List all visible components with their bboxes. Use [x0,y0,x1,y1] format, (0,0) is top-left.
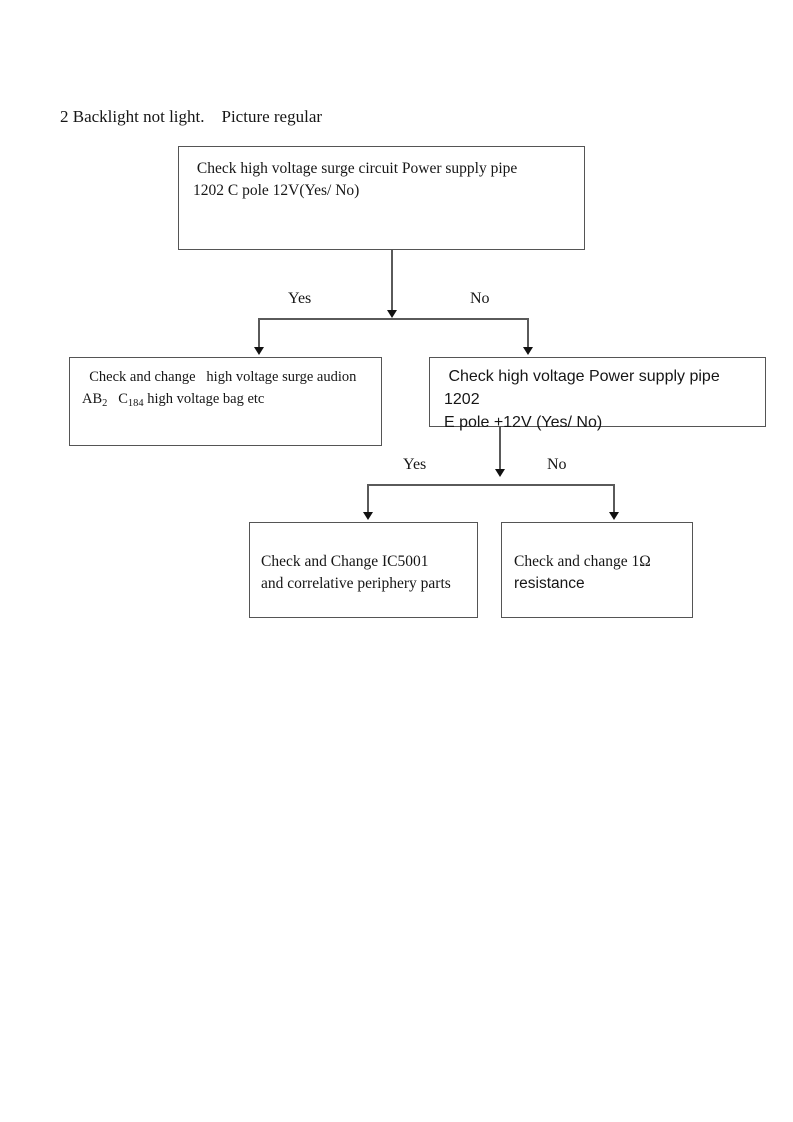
connector-branch2-right-drop [613,484,615,514]
flow-node-text: Check and Change IC5001 and correlative … [250,523,477,595]
arrowhead-branch1-yes [254,347,264,355]
flow-node-line1: Check and Change IC5001 [261,553,429,570]
flow-node-line2: AB2 C184 high voltage bag etc [82,391,265,409]
component-c-label: C [107,391,128,407]
flow-node-line2: and correlative periphery parts [261,575,451,592]
flow-node-line2: resistance [514,575,585,592]
component-ab-subscript: 2 [102,397,108,409]
flow-node-check-and-change-surge-audion: Check and change high voltage surge audi… [69,357,382,446]
connector-branch2-left-drop [367,484,369,514]
arrowhead-branch1-no [523,347,533,355]
arrowhead-branch2-no [609,512,619,520]
flow-node-text: Check high voltage surge circuit Power s… [179,147,584,202]
flow-node-check-and-change-ic5001: Check and Change IC5001 and correlative … [249,522,478,618]
flow-node-line1: Check high voltage Power supply pipe 120… [444,368,725,408]
branch-label-no-1: No [470,290,490,307]
page-title: 2 Backlight not light. Picture regular [60,107,323,126]
component-c-subscript: 184 [127,397,144,409]
flow-node-line1: Check high voltage surge circuit Power s… [193,160,518,177]
flow-node-text: Check high voltage Power supply pipe 120… [430,358,765,434]
component-trailing-text: high voltage bag etc [143,391,265,407]
flow-node-check-high-voltage-surge-circuit: Check high voltage surge circuit Power s… [178,146,585,250]
connector-no1-stem [499,427,501,471]
connector-branch1-bar [258,318,528,320]
connector-branch1-right-drop [527,318,529,349]
flow-node-line1: Check and change high voltage surge audi… [82,369,357,385]
arrowhead-branch2-yes [363,512,373,520]
arrowhead-no1-stem [495,469,505,477]
flow-node-check-high-voltage-power-supply-pipe: Check high voltage Power supply pipe 120… [429,357,766,431]
component-ab-label: AB [82,391,103,407]
flow-node-text: Check and change 1Ω resistance [502,523,692,595]
branch-label-no-2: No [547,456,567,473]
connector-root-stem [391,250,393,312]
branch-label-yes-1: Yes [288,290,312,307]
flow-node-text: Check and change high voltage surge audi… [70,358,381,415]
connector-branch1-left-drop [258,318,260,349]
connector-branch2-bar [367,484,614,486]
flow-node-line1: Check and change 1Ω [514,553,651,570]
flow-node-line2: 1202 C pole 12V(Yes/ No) [193,182,360,199]
flow-node-line2: E pole +12V (Yes/ No) [444,414,603,431]
branch-label-yes-2: Yes [403,456,427,473]
arrowhead-root-stem [387,310,397,318]
flow-node-check-and-change-resistance: Check and change 1Ω resistance [501,522,693,618]
